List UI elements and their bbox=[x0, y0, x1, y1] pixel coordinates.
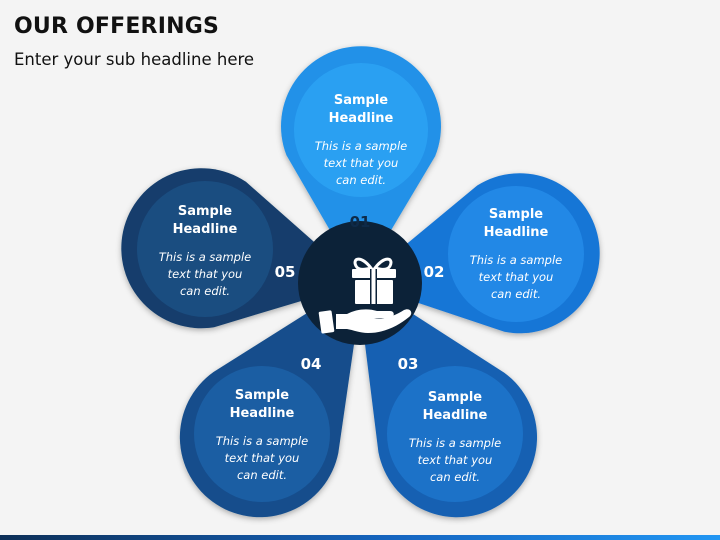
petal-body-text: This is a sample text that you can edit. bbox=[469, 253, 563, 301]
petal-body-text: This is a sample text that you can edit. bbox=[158, 250, 252, 298]
petal-number-05: 05 bbox=[275, 263, 296, 281]
petal-number-04: 04 bbox=[301, 355, 322, 373]
petal-headline: Sample Headline bbox=[328, 93, 394, 126]
petal-inner-circle bbox=[137, 181, 273, 317]
petal-headline: Sample Headline bbox=[483, 207, 549, 240]
page-title: OUR OFFERINGS bbox=[14, 14, 219, 39]
petal-inner-circle bbox=[448, 186, 584, 322]
offering-petal-01 bbox=[280, 46, 441, 256]
offering-petal-02 bbox=[384, 173, 600, 334]
petal-body-text: This is a sample text that you can edit. bbox=[408, 436, 502, 484]
petal-number-03: 03 bbox=[398, 355, 419, 373]
offering-petal-05 bbox=[121, 168, 337, 329]
bottom-accent-bar bbox=[0, 535, 720, 540]
center-hub bbox=[298, 221, 422, 345]
offering-petal-04 bbox=[179, 297, 359, 518]
petal-inner-circle bbox=[387, 366, 523, 502]
offering-petal-03 bbox=[361, 298, 538, 518]
petal-headline: Sample Headline bbox=[422, 390, 488, 423]
gift-in-hand-icon bbox=[318, 257, 412, 334]
petal-body-text: This is a sample text that you can edit. bbox=[215, 434, 309, 482]
petal-number-01: 01 bbox=[350, 213, 371, 231]
petal-body-text: This is a sample text that you can edit. bbox=[314, 139, 408, 187]
petal-headline: Sample Headline bbox=[229, 388, 295, 421]
petal-inner-circle bbox=[194, 366, 330, 502]
petal-inner-circle bbox=[294, 63, 428, 197]
petal-number-02: 02 bbox=[424, 263, 445, 281]
petal-headline: Sample Headline bbox=[172, 204, 238, 237]
page-subtitle: Enter your sub headline here bbox=[14, 50, 255, 69]
